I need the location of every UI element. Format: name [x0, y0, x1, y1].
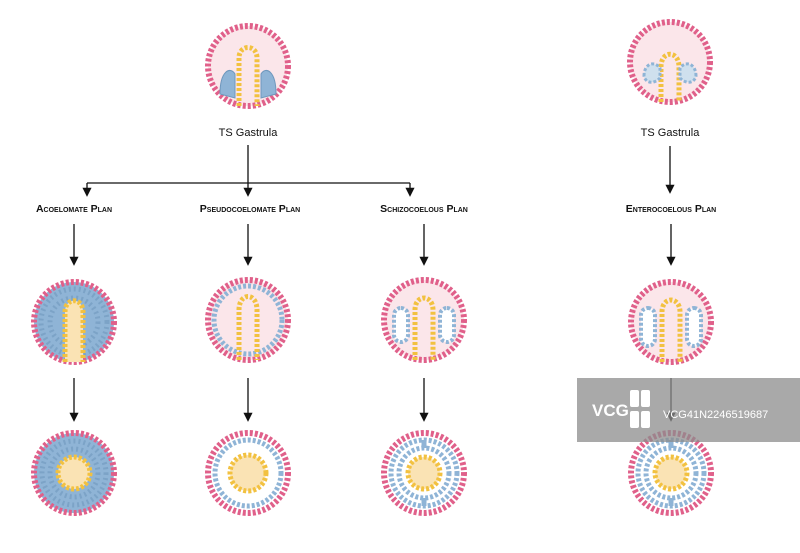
plan-label-acoelomate: Acoelomate Plan	[36, 203, 112, 215]
gastrula-right	[627, 19, 713, 105]
enterocoelous-middle	[628, 279, 714, 365]
gastrula-left	[205, 23, 291, 109]
acoelomate-middle	[31, 279, 117, 365]
watermark-code: VCG41N2246519687	[663, 409, 768, 421]
watermark-brand: VCG	[592, 401, 629, 420]
gastrula-left-label: TS Gastrula	[219, 127, 279, 139]
schizocoelous-bottom	[381, 430, 467, 516]
plan-label-schizocoelous: Schizocoelous Plan	[380, 203, 468, 215]
enterocoelous-bottom	[628, 430, 714, 516]
branch-connector	[82, 145, 415, 197]
plan-label-pseudocoelomate: Pseudocoelomate Plan	[200, 203, 300, 215]
arrows-to-middle	[69, 224, 676, 266]
watermark-logo-icon	[630, 390, 650, 428]
schizocoelous-middle	[381, 277, 467, 363]
watermark: VCG VCG41N2246519687	[577, 378, 800, 442]
plan-label-enterocoelous: Enterocoelous Plan	[626, 203, 716, 215]
pseudocoelomate-middle	[205, 277, 291, 363]
acoelomate-bottom	[31, 430, 117, 516]
gastrula-right-label: TS Gastrula	[641, 127, 701, 139]
pseudocoelomate-bottom	[205, 430, 291, 516]
